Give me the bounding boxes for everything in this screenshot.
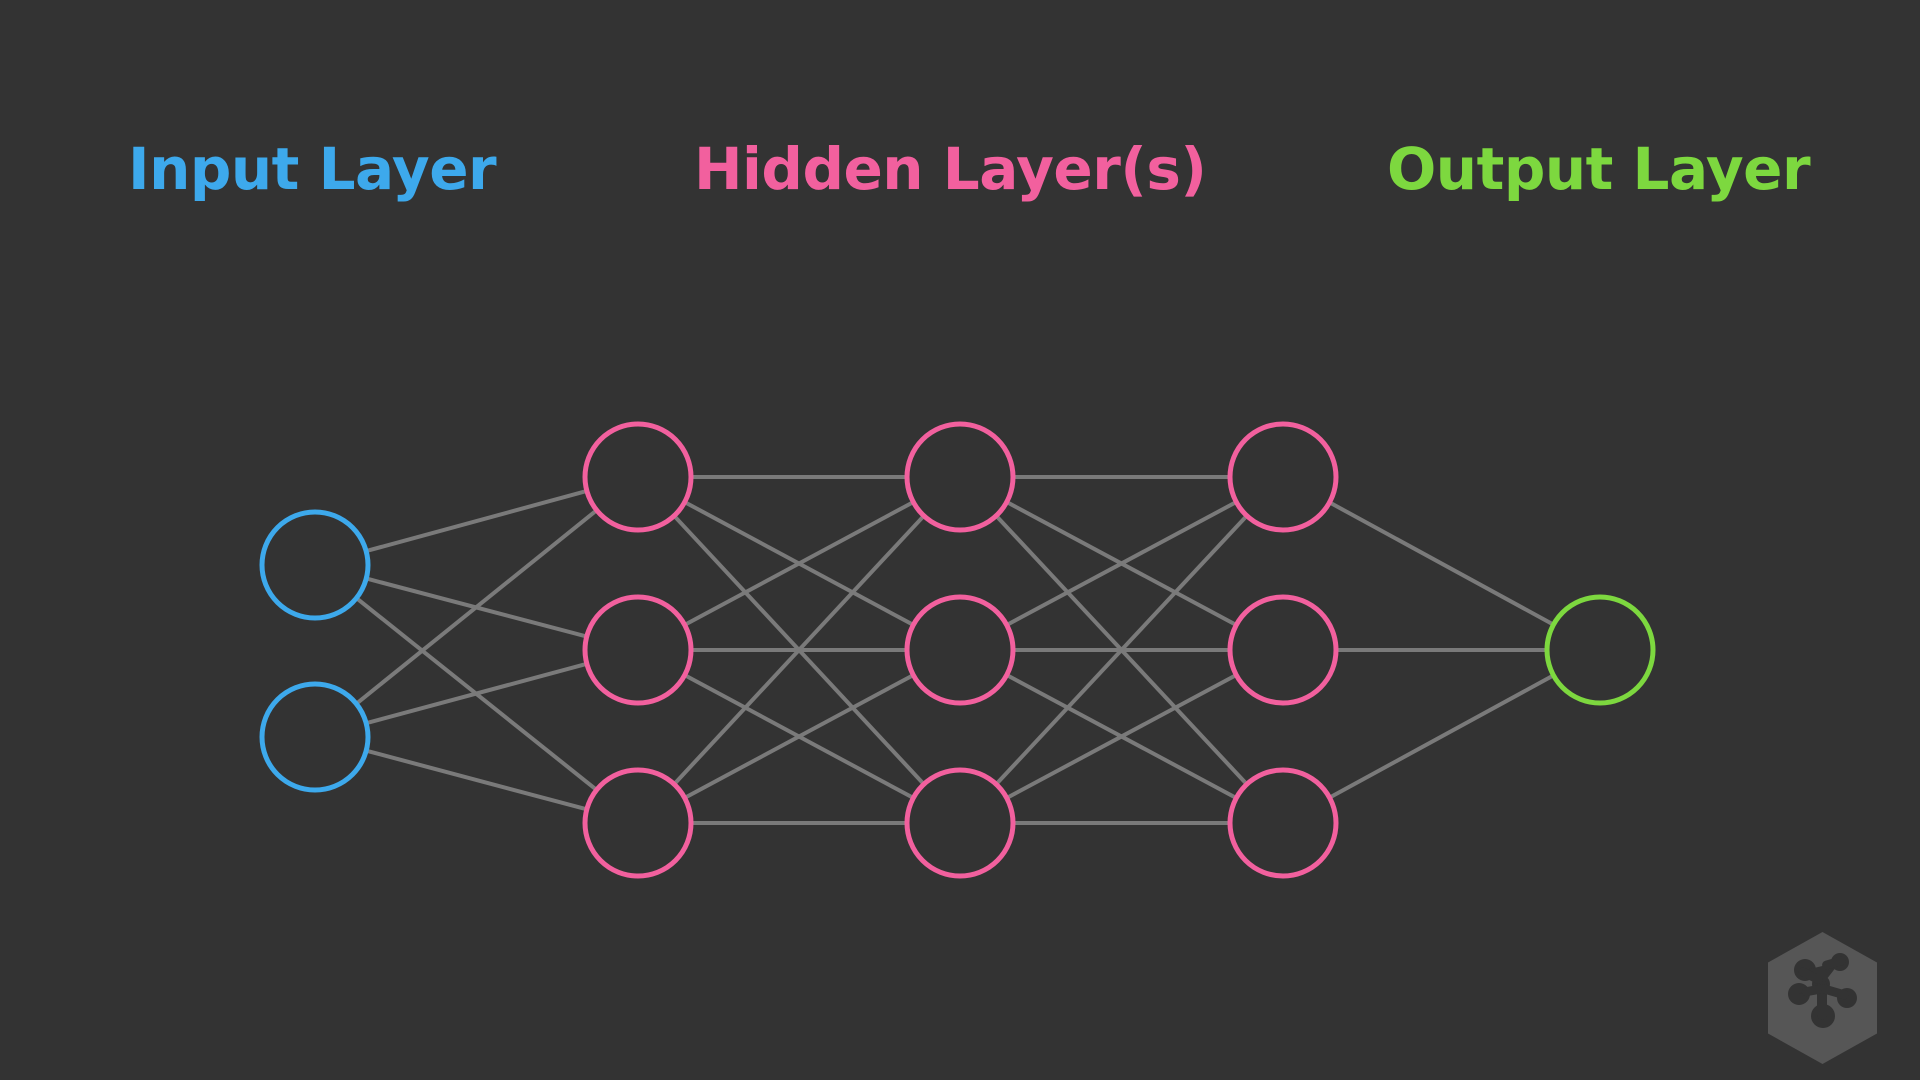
output-node[interactable] xyxy=(1544,594,1656,706)
hidden-node[interactable] xyxy=(582,767,694,879)
connection-line xyxy=(1005,500,1238,627)
input-layer-label: Input Layer xyxy=(128,135,497,203)
neuron-nodes-group xyxy=(259,421,1656,879)
connection-line xyxy=(365,661,588,726)
hidden-node[interactable] xyxy=(904,594,1016,706)
connection-line xyxy=(683,500,915,627)
hidden-node[interactable] xyxy=(1227,594,1339,706)
hidden-node[interactable] xyxy=(582,421,694,533)
hidden-node[interactable] xyxy=(1227,767,1339,879)
input-node[interactable] xyxy=(259,509,371,621)
connection-line xyxy=(365,489,588,553)
hidden-node[interactable] xyxy=(904,421,1016,533)
brand-watermark-logo xyxy=(1768,932,1877,1064)
connection-line xyxy=(1328,673,1555,800)
connection-line xyxy=(683,673,915,800)
hidden-node[interactable] xyxy=(1227,421,1339,533)
connection-line xyxy=(365,748,588,812)
output-layer-label: Output Layer xyxy=(1387,135,1811,203)
neuron-glyph xyxy=(1788,953,1857,1028)
hidden-node[interactable] xyxy=(904,767,1016,879)
connection-line xyxy=(1005,673,1238,800)
connection-line xyxy=(994,514,1249,786)
hidden-node[interactable] xyxy=(582,594,694,706)
hidden-layer-label: Hidden Layer(s) xyxy=(694,135,1207,203)
connection-line xyxy=(672,514,926,786)
input-node[interactable] xyxy=(259,681,371,793)
connection-line xyxy=(1328,500,1555,627)
connection-lines-group xyxy=(355,475,1555,825)
connection-line xyxy=(355,508,598,706)
